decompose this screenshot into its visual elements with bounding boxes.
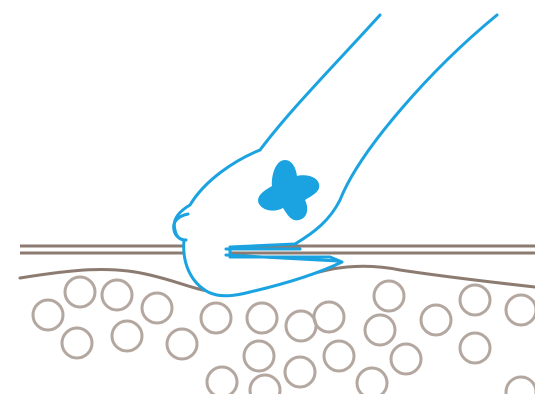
cell-circle: [314, 302, 344, 332]
cell-circle: [391, 344, 421, 374]
cell-circle: [506, 377, 535, 394]
cell-circle: [421, 305, 451, 335]
cell-circle: [207, 367, 237, 394]
cell-circle: [65, 277, 95, 307]
cell-circle: [33, 300, 63, 330]
cell-circle: [357, 368, 387, 394]
cell-circle: [62, 328, 92, 358]
cell-circle: [102, 280, 132, 310]
cell-circle: [460, 333, 490, 363]
cell-circle: [365, 315, 395, 345]
subcutaneous-cells: [33, 277, 535, 394]
cell-circle: [142, 293, 172, 323]
cell-circle: [167, 329, 197, 359]
cell-circle: [247, 303, 277, 333]
cell-circle: [112, 321, 142, 351]
cell-circle: [285, 357, 315, 387]
cell-circle: [244, 341, 274, 371]
cell-circle: [506, 295, 535, 325]
cell-circle: [460, 285, 490, 315]
cell-circle: [286, 311, 316, 341]
cell-circle: [324, 341, 354, 371]
cell-circle: [374, 281, 404, 311]
cell-circle: [250, 375, 280, 394]
cell-circle: [201, 303, 231, 333]
